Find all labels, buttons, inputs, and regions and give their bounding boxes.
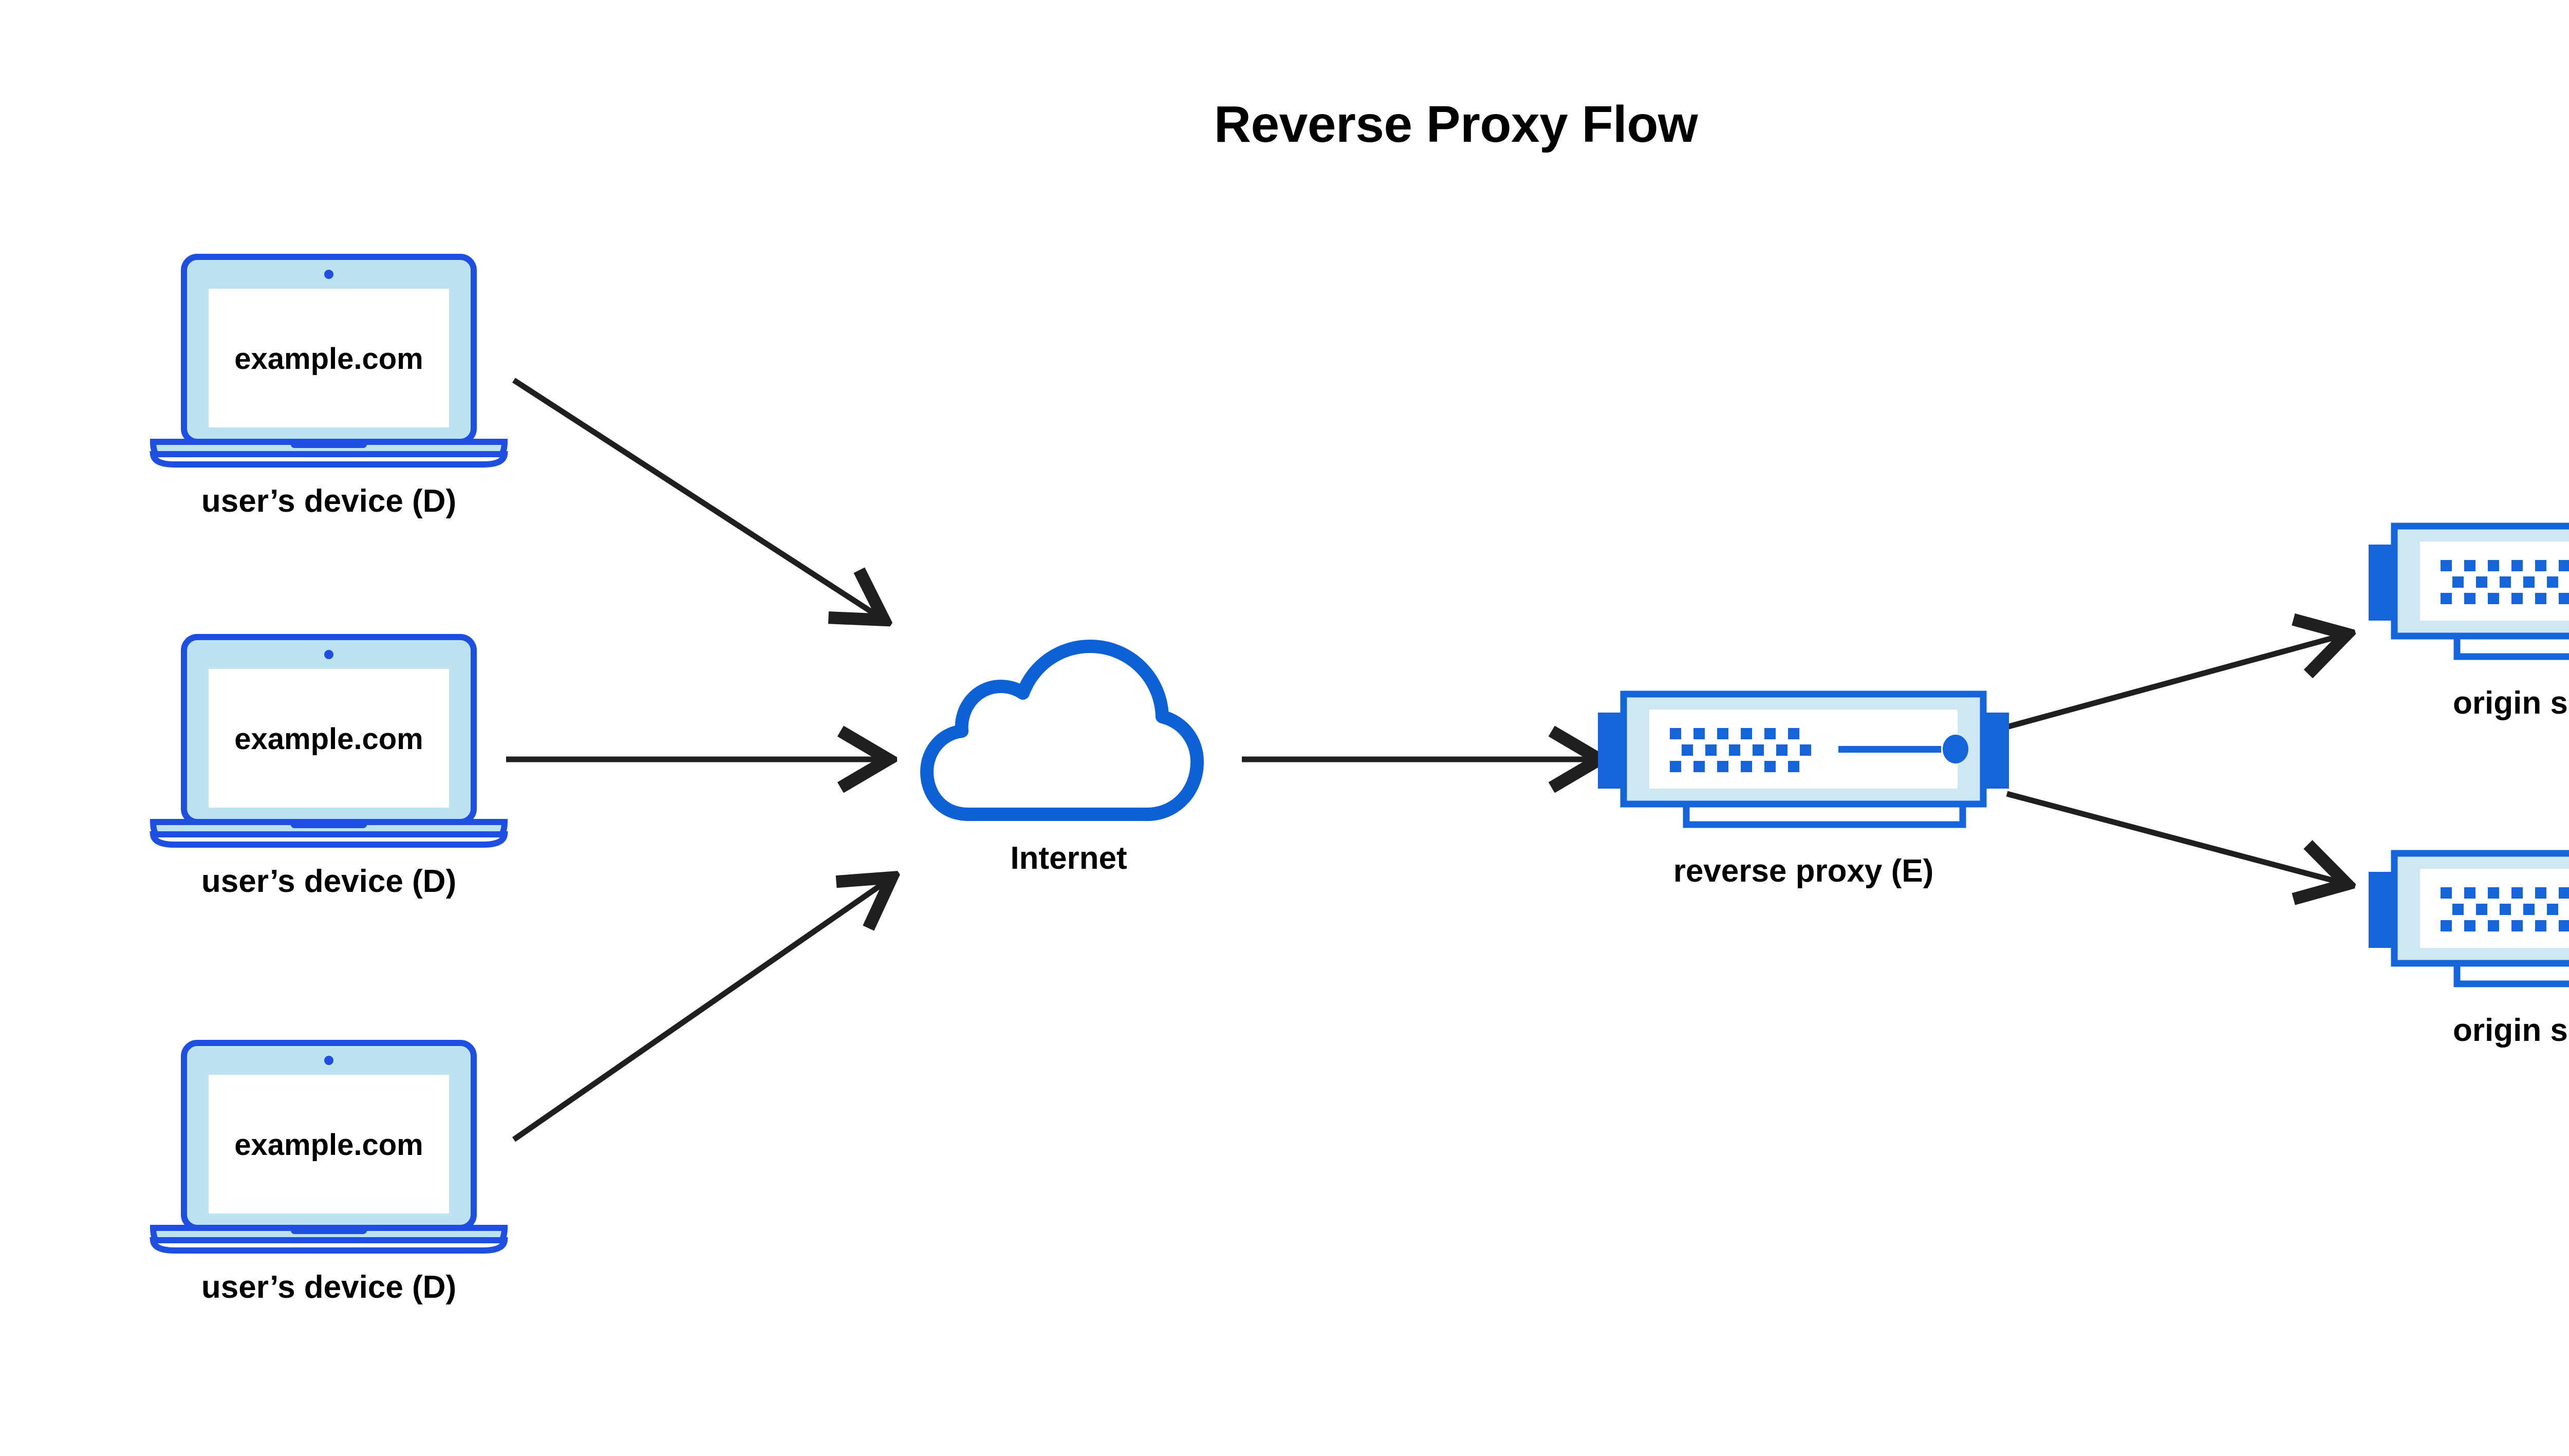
laptop-icon (150, 1040, 508, 1254)
page-title: Reverse Proxy Flow (1214, 96, 1698, 153)
node-label-device-bottom: user’s device (D) (201, 1270, 457, 1305)
node-label-device-top: user’s device (D) (201, 483, 457, 519)
laptop-screen-text: example.com (234, 1128, 423, 1162)
node-device-bottom[interactable]: example.com user’s device (D) (144, 1038, 514, 1310)
edge-device-top-to-internet (512, 378, 883, 619)
edge-reverse-proxy-to-origin-bottom (2006, 791, 2345, 884)
node-label-origin-top: origin server (F) (2453, 685, 2569, 721)
node-device-top[interactable]: example.com user’s device (D) (144, 252, 514, 524)
node-origin-top[interactable]: origin server (F) (2363, 518, 2569, 739)
laptop-screen-text: example.com (234, 722, 423, 756)
laptop-icon (150, 254, 508, 468)
server-icon (2369, 850, 2569, 987)
laptop-screen-text: example.com (234, 342, 423, 376)
server-icon (2369, 522, 2569, 660)
server-icon (1598, 690, 2009, 828)
edge-device-bottom-to-internet (512, 879, 890, 1142)
node-label-internet: Internet (1010, 841, 1127, 876)
node-label-reverse-proxy: reverse proxy (E) (1673, 853, 1934, 889)
node-internet[interactable]: Internet (920, 637, 1218, 884)
node-origin-bottom[interactable]: origin server (F) (2363, 845, 2569, 1066)
node-reverse-proxy[interactable]: reverse proxy (E) (1593, 686, 2014, 907)
cloud-icon (920, 640, 1204, 821)
node-device-middle[interactable]: example.com user’s device (D) (144, 632, 514, 904)
node-label-origin-bottom: origin server (F) (2453, 1013, 2569, 1048)
node-label-device-middle: user’s device (D) (201, 864, 457, 899)
laptop-icon (150, 634, 508, 848)
edge-reverse-proxy-to-origin-top (2006, 634, 2345, 730)
